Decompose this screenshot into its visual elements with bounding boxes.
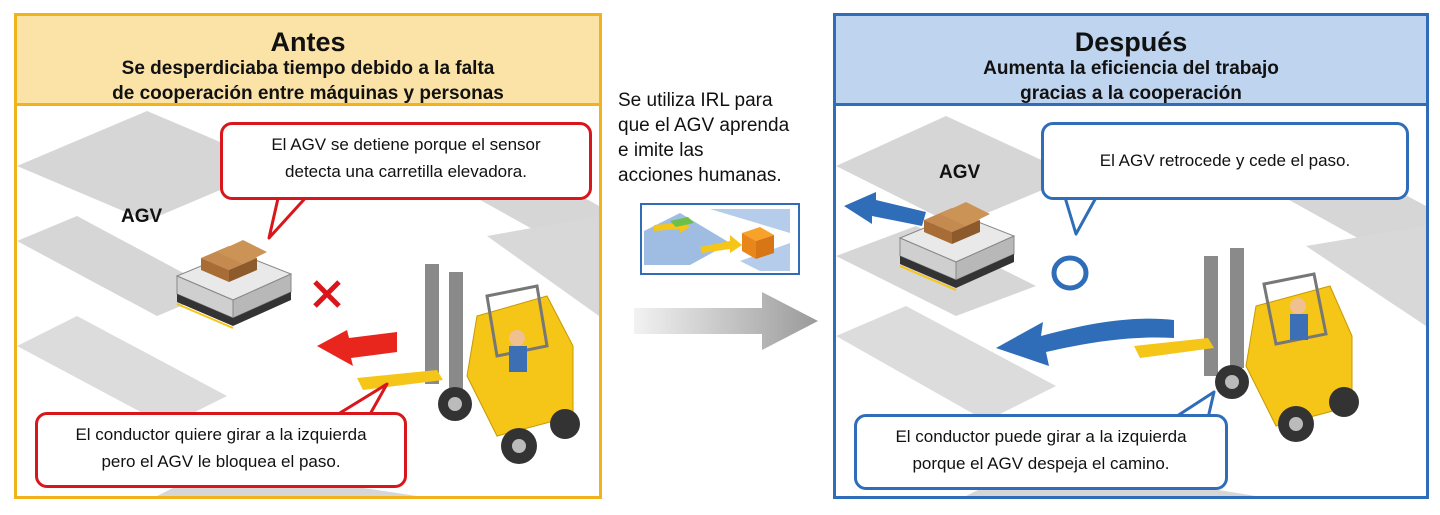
irl-line3: e imite las <box>618 140 704 161</box>
agv-retreat-arrow <box>844 192 926 226</box>
forklift <box>1134 248 1359 442</box>
before-sensor-callout-line2: detecta una carretilla elevadora. <box>285 162 527 181</box>
forklift-turn-arrow <box>996 318 1174 366</box>
after-subtitle-line1: Aumenta la eficiencia del trabajo <box>983 58 1279 79</box>
irl-line2: que el AGV aprenda <box>618 115 790 136</box>
before-sensor-callout-line1: El AGV se detiene porque el sensor <box>271 135 541 154</box>
after-subtitle-line2: gracias a la cooperación <box>1020 83 1242 104</box>
before-driver-callout-line1: El conductor quiere girar a la izquierda <box>75 425 367 444</box>
forklift <box>357 264 580 464</box>
after-driver-callout-line1: El conductor puede girar a la izquierda <box>895 427 1187 446</box>
after-yield-callout: El AGV retrocede y cede el paso. <box>1041 122 1409 200</box>
after-agv-label: AGV <box>939 162 981 183</box>
stop-cross-icon <box>313 280 341 308</box>
after-panel: Después Aumenta la eficiencia del trabaj… <box>833 13 1429 499</box>
before-subtitle-line2: de cooperación entre máquinas y personas <box>112 83 504 104</box>
before-agv-label: AGV <box>121 206 163 227</box>
irl-explanation: Se utiliza IRL para que el AGV aprenda e… <box>618 88 833 188</box>
after-title: Después <box>1074 27 1188 57</box>
before-subtitle-line1: Se desperdiciaba tiempo debido a la falt… <box>121 58 495 79</box>
blocked-direction-arrow <box>317 330 397 366</box>
before-driver-callout: El conductor quiere girar a la izquierda… <box>35 412 407 488</box>
before-driver-callout-line2: pero el AGV le bloquea el paso. <box>101 452 341 471</box>
before-title: Antes <box>270 27 346 57</box>
after-driver-callout-line2: porque el AGV despeja el camino. <box>912 454 1170 473</box>
irl-line4: acciones humanas. <box>618 165 782 186</box>
irl-learning-icon <box>640 203 800 275</box>
after-header: Después Aumenta la eficiencia del trabaj… <box>836 16 1426 106</box>
irl-line1: Se utiliza IRL para <box>618 90 773 111</box>
before-sensor-callout: El AGV se detiene porque el sensor detec… <box>220 122 592 200</box>
ok-circle-icon <box>1051 255 1089 291</box>
before-header: Antes Se desperdiciaba tiempo debido a l… <box>17 16 599 106</box>
agv-robot <box>898 202 1016 291</box>
after-yield-callout-text: El AGV retrocede y cede el paso. <box>1099 151 1351 170</box>
before-panel: Antes Se desperdiciaba tiempo debido a l… <box>14 13 602 499</box>
after-driver-callout: El conductor puede girar a la izquierda … <box>854 414 1228 490</box>
transition-arrow <box>634 292 818 350</box>
agv-robot <box>175 240 293 329</box>
